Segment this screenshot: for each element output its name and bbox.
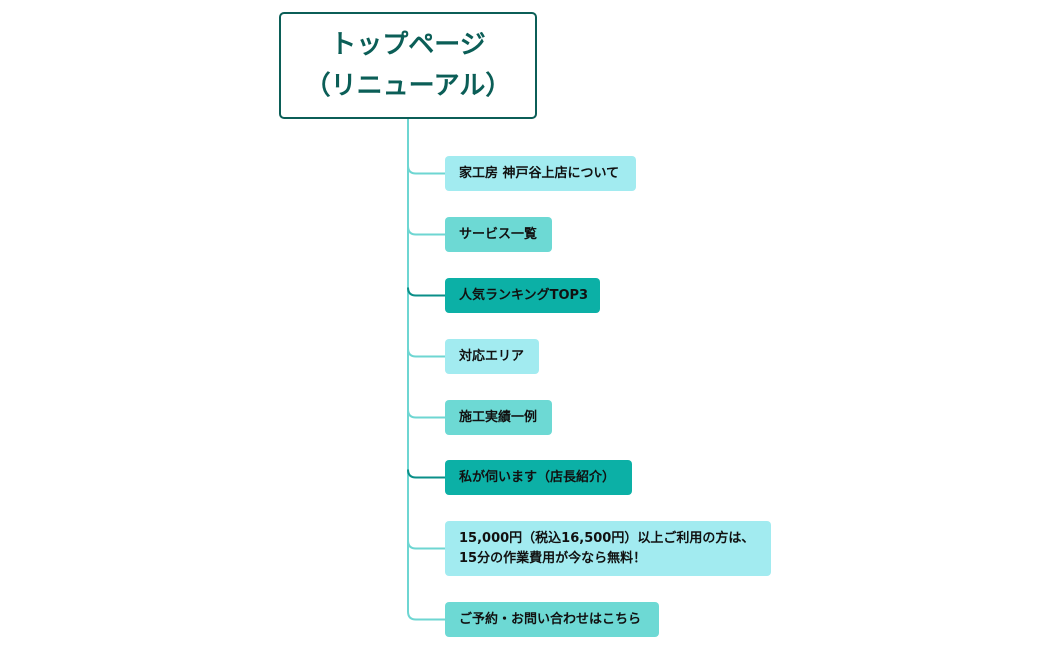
- connector-branch: [407, 409, 445, 419]
- child-node-label: 私が伺います（店長紹介）: [459, 469, 616, 485]
- child-node-label-line2: 15分の作業費用が今なら無料！: [459, 550, 647, 566]
- connector-branch: [407, 469, 445, 479]
- connector-branch: [407, 226, 445, 236]
- child-node-label: サービス一覧: [459, 226, 538, 242]
- child-node-label: 対応エリア: [459, 348, 525, 364]
- root-node[interactable]: トップページ （リニューアル）: [279, 12, 537, 119]
- connector-branch: [407, 611, 445, 621]
- child-node-label: 家工房 神戸谷上店について: [459, 165, 620, 181]
- connector-branch: [407, 287, 445, 297]
- child-node-free-work-offer[interactable]: 15,000円（税込16,500円）以上ご利用の方は、 15分の作業費用が今なら…: [445, 521, 771, 576]
- child-node-label: 施工実績一例: [459, 409, 538, 425]
- connector-branch: [407, 348, 445, 358]
- child-node-popular-ranking[interactable]: 人気ランキングTOP3: [445, 278, 600, 313]
- child-node-label: 人気ランキングTOP3: [459, 287, 589, 303]
- root-title-line2: （リニューアル）: [304, 70, 512, 101]
- root-title-line1: トップページ: [330, 29, 486, 60]
- child-node-service-area[interactable]: 対応エリア: [445, 339, 539, 374]
- child-node-manager-intro[interactable]: 私が伺います（店長紹介）: [445, 460, 632, 495]
- child-node-label: ご予約・お問い合わせはこちら: [459, 611, 642, 627]
- child-node-case-examples[interactable]: 施工実績一例: [445, 400, 552, 435]
- connector-branch: [407, 165, 445, 175]
- child-node-service-list[interactable]: サービス一覧: [445, 217, 552, 252]
- child-node-about-store[interactable]: 家工房 神戸谷上店について: [445, 156, 636, 191]
- connector-branch: [407, 540, 445, 550]
- child-node-label-line1: 15,000円（税込16,500円）以上ご利用の方は、: [459, 530, 755, 546]
- child-node-contact[interactable]: ご予約・お問い合わせはこちら: [445, 602, 659, 637]
